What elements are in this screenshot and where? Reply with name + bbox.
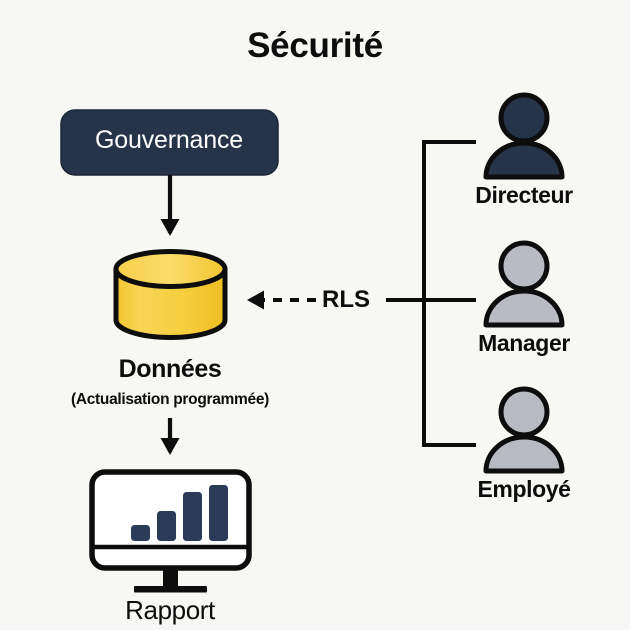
page-title: Sécurité <box>247 26 383 65</box>
person-icon-directeur[interactable] <box>483 92 565 180</box>
person-icon-employe[interactable] <box>483 386 565 474</box>
data-store-sublabel: (Actualisation programmée) <box>70 391 270 408</box>
person-icon-manager[interactable] <box>483 240 565 328</box>
rls-label: RLS <box>322 286 370 313</box>
data-cylinder-node[interactable] <box>113 249 228 340</box>
report-bar <box>209 485 228 541</box>
report-label: Rapport <box>125 595 215 625</box>
role-label-manager: Manager <box>478 330 570 356</box>
governance-label: Gouvernance <box>95 126 243 154</box>
report-bar <box>157 511 176 541</box>
report-bar-chart <box>131 485 228 541</box>
report-monitor-node[interactable] <box>89 469 252 593</box>
role-label-employe: Employé <box>477 476 571 502</box>
data-store-label: Données <box>118 355 222 383</box>
role-label-directeur: Directeur <box>475 182 573 208</box>
report-bar <box>183 492 202 541</box>
report-bar <box>131 525 150 541</box>
roles-bracket <box>422 140 476 447</box>
